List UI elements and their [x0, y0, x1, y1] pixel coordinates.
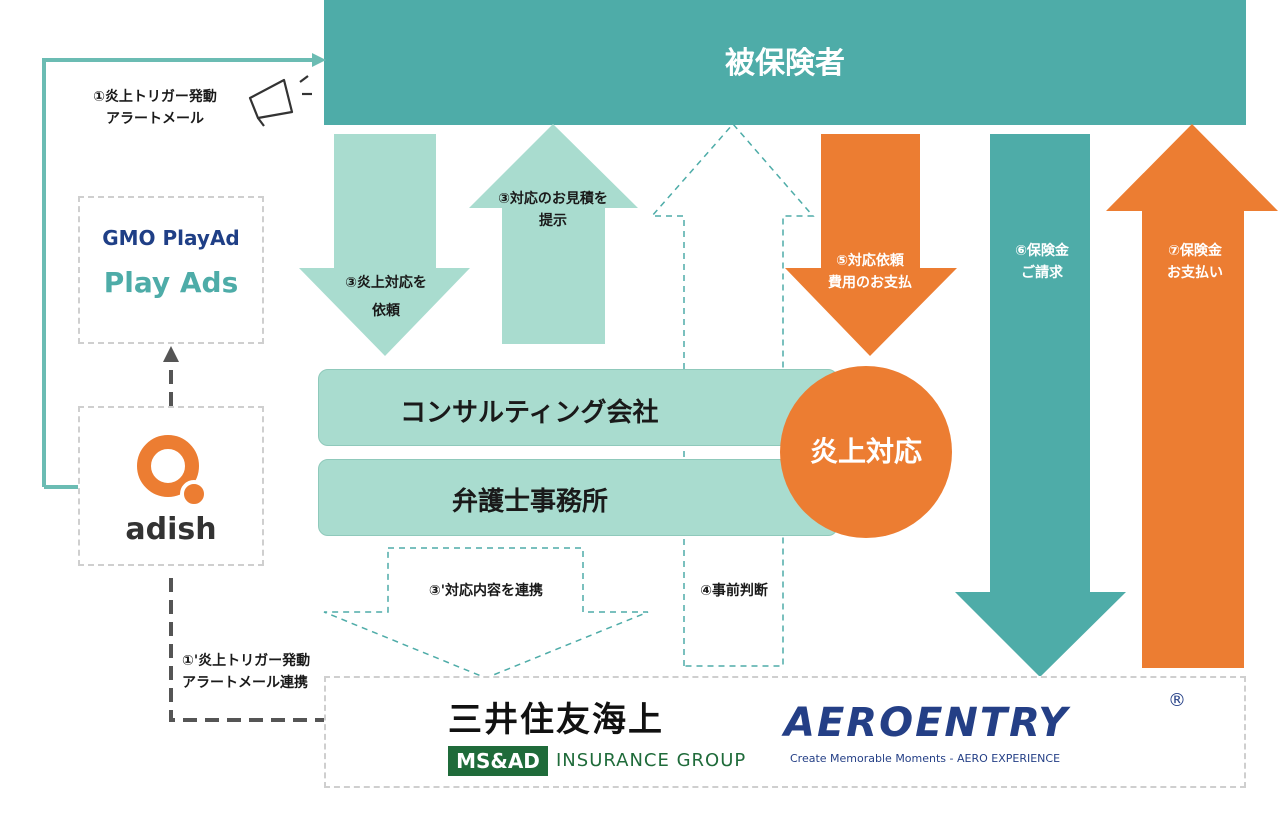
- adish-logo-icon: [137, 435, 208, 508]
- cost-arrow: [785, 134, 957, 356]
- aeroentry-logo: AEROENTRY: [784, 700, 1070, 746]
- alert-link-label: ①'炎上トリガー発動 アラートメール連携: [182, 653, 311, 691]
- lawyer-firm-label: 弁護士事務所: [452, 487, 609, 517]
- request-label: ③炎上対応を 依頼: [345, 275, 427, 319]
- estimate-label: ③対応のお見積を 提示: [498, 191, 608, 229]
- playad-box: [78, 196, 264, 344]
- alert-trigger-label: ①炎上トリガー発動 アラートメール: [93, 89, 217, 127]
- adish-logo-text: adish: [125, 512, 217, 547]
- request-arrow: [299, 134, 470, 356]
- share-content-label: ③'対応内容を連携: [428, 583, 544, 599]
- insured-title: 被保険者: [725, 46, 845, 81]
- msad-group-label: INSURANCE GROUP: [556, 750, 747, 771]
- pre-judgment-label: ④事前判断: [700, 583, 768, 599]
- aeroentry-tagline: Create Memorable Moments - AERO EXPERIEN…: [790, 752, 1061, 765]
- adish-to-playad-arrowhead: [163, 346, 179, 362]
- claim-arrow: [955, 134, 1126, 677]
- consulting-firm-label: コンサルティング会社: [400, 398, 659, 428]
- insured-banner: [324, 0, 1246, 125]
- gmo-playad-logo: GMO PlayAd: [102, 226, 240, 250]
- fire-response-circle: 炎上対応: [780, 366, 952, 538]
- payout-arrow: [1106, 124, 1278, 668]
- lawyer-firm-bar: [318, 459, 838, 536]
- estimate-arrow: [469, 124, 638, 344]
- claim-label: ⑥保険金 ご請求: [1015, 243, 1069, 281]
- msad-badge: MS&AD: [448, 746, 548, 776]
- megaphone-icon: [248, 75, 312, 127]
- aeroentry-registered-mark: ®: [1168, 690, 1186, 711]
- fire-response-label: 炎上対応: [809, 435, 922, 468]
- share-content-arrow: [323, 547, 649, 679]
- adish-to-insurer-line: [169, 578, 340, 722]
- pre-judgment-arrow: [650, 122, 815, 667]
- alert-connector-line: [42, 58, 312, 487]
- playads-logo: Play Ads: [103, 266, 239, 299]
- cost-label: ⑤対応依頼 費用のお支払: [828, 253, 912, 291]
- payout-label: ⑦保険金 お支払い: [1167, 243, 1223, 281]
- alert-connector-arrowhead: [312, 53, 326, 67]
- mitsui-sumitomo-logo: 三井住友海上: [448, 700, 664, 740]
